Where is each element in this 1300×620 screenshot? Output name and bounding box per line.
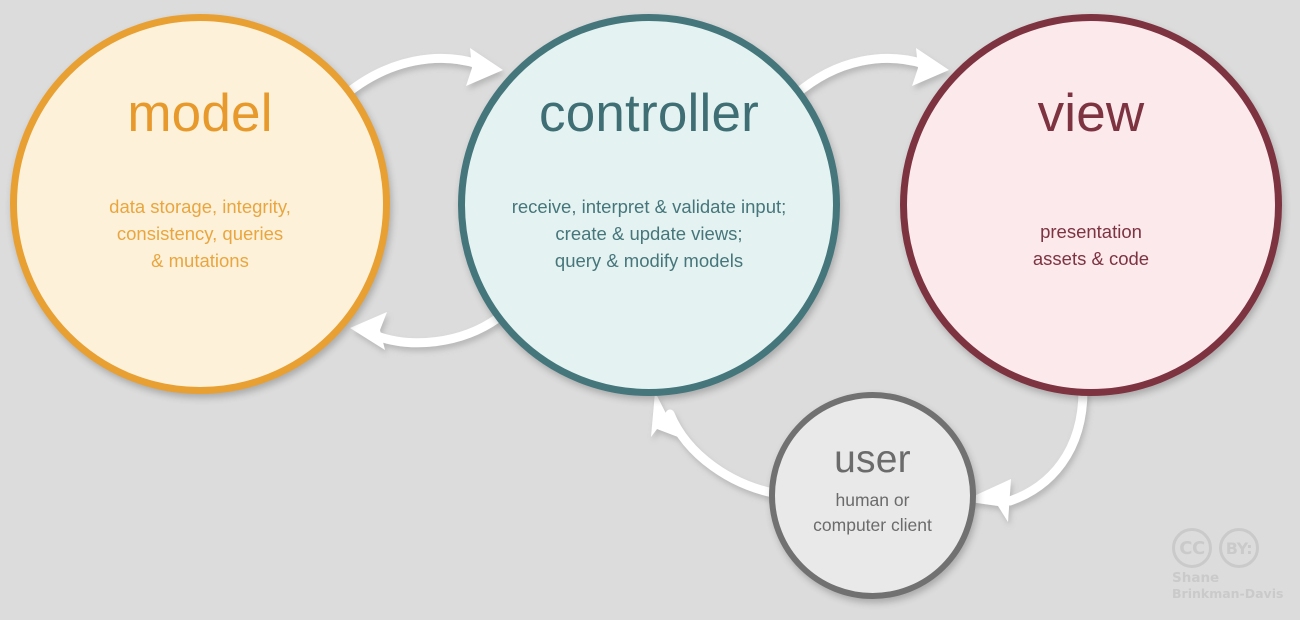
license-author: Shane Brinkman-Davis [1172, 570, 1290, 602]
node-model-title: model [127, 84, 273, 143]
license-author-line1: Shane [1172, 570, 1220, 586]
cc-marks: CC BY: [1172, 528, 1290, 568]
node-model-description: data storage, integrity, consistency, qu… [109, 193, 291, 274]
arrow-user-to-controller [651, 392, 789, 500]
node-controller-title: controller [539, 84, 759, 143]
node-controller-desc-line: receive, interpret & validate input; [511, 196, 787, 217]
creative-commons-badge: CC BY: Shane Brinkman-Davis [1172, 528, 1290, 608]
node-model-desc-line: consistency, queries [116, 223, 284, 244]
arrow-controller-to-model [350, 312, 503, 350]
node-model[interactable]: model data storage, integrity, consisten… [10, 14, 390, 394]
node-model-desc-line: data storage, integrity, [109, 196, 291, 217]
arrow-view-to-user [963, 385, 1088, 522]
node-view-description: presentation assets & code [1033, 218, 1149, 272]
node-view[interactable]: view presentation assets & code [900, 14, 1282, 396]
node-view-desc-line: assets & code [1032, 248, 1150, 269]
arrow-model-to-controller [340, 48, 503, 100]
node-view-desc-line: presentation [1040, 221, 1142, 242]
license-author-line2: Brinkman-Davis [1172, 586, 1284, 601]
node-user-desc-line: human or [835, 490, 910, 510]
node-user-title: user [834, 438, 911, 481]
node-controller-desc-line: create & update views; [555, 223, 743, 244]
node-user-desc-line: computer client [813, 515, 932, 535]
attribution-by-icon: BY: [1219, 528, 1259, 568]
node-controller-desc-line: query & modify models [554, 250, 744, 271]
node-user-description: human or computer client [813, 488, 932, 538]
node-controller[interactable]: controller receive, interpret & validate… [458, 14, 840, 396]
arrow-controller-to-view [790, 48, 949, 100]
node-view-title: view [1037, 84, 1145, 143]
node-model-desc-line: & mutations [151, 250, 249, 271]
creative-commons-icon: CC [1172, 528, 1212, 568]
node-controller-description: receive, interpret & validate input; cre… [512, 193, 787, 274]
node-user[interactable]: user human or computer client [769, 392, 976, 599]
